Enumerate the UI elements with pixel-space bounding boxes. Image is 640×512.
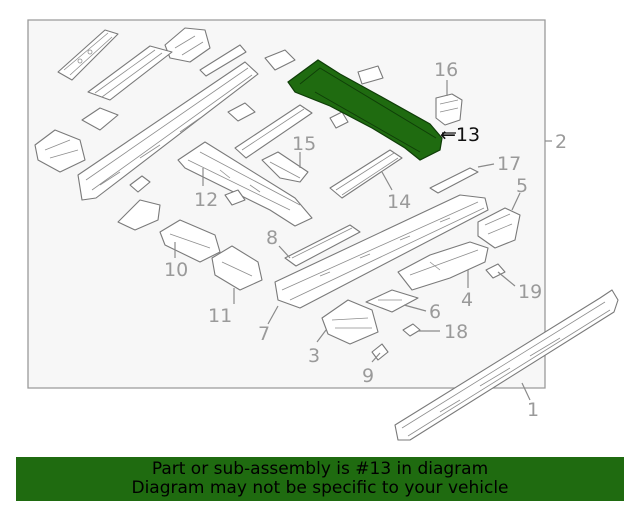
leader-6 (403, 304, 427, 312)
callout-3: 3 (308, 345, 320, 367)
part-8-rail[interactable] (284, 224, 361, 267)
leader-8 (278, 245, 291, 259)
callout-5: 5 (516, 175, 528, 197)
part-14-rail[interactable] (329, 149, 403, 199)
part-16-bracket[interactable] (435, 93, 463, 126)
part-13-cowl-panel[interactable] (287, 59, 443, 161)
leader-7 (267, 305, 279, 325)
leader-5 (511, 192, 521, 211)
callout-13[interactable]: ←13 (440, 124, 480, 146)
callout-7: 7 (258, 323, 270, 345)
callout-15: 15 (292, 133, 316, 155)
callout-18: 18 (444, 321, 468, 343)
part-bracket-upper-center[interactable] (164, 27, 211, 63)
part-plate-a[interactable] (264, 49, 296, 71)
part-bracket-left-low[interactable] (117, 199, 161, 231)
part-info-banner: Part or sub-assembly is #13 in diagram D… (16, 457, 624, 501)
leader-14 (381, 171, 393, 191)
banner-line-part: Part or sub-assembly is #13 in diagram (151, 459, 489, 479)
part-5-bracket[interactable] (477, 207, 521, 249)
callout-6: 6 (429, 301, 441, 323)
part-bracket-left-mid[interactable] (34, 129, 86, 173)
callout-9: 9 (362, 365, 374, 387)
leader-9 (371, 352, 381, 363)
parts-diagram: 2 (27, 19, 619, 441)
part-plate-c[interactable] (357, 65, 384, 85)
part-3-bracket[interactable] (321, 299, 379, 345)
part-bracket-upper-left[interactable] (57, 29, 119, 81)
callout-8: 8 (266, 227, 278, 249)
part-4-bracket[interactable] (397, 241, 489, 291)
leader-17 (477, 163, 495, 168)
part-17-strip[interactable] (429, 167, 479, 194)
part-plate-b[interactable] (227, 102, 256, 122)
part-19-clip[interactable] (485, 263, 506, 279)
callout-4: 4 (461, 289, 473, 311)
callout-17: 17 (497, 153, 521, 175)
callout-19: 19 (518, 281, 542, 303)
callout-1: 1 (527, 399, 539, 421)
part-11-bracket[interactable] (211, 245, 263, 291)
part-clip-mid[interactable] (224, 189, 246, 206)
part-18-clip[interactable] (402, 323, 421, 337)
part-12-rail[interactable] (177, 141, 313, 227)
part-rail-diagonal[interactable] (199, 44, 247, 77)
part-7-long-rail[interactable] (274, 194, 489, 309)
callout-11: 11 (208, 305, 232, 327)
part-15-bracket[interactable] (261, 151, 309, 183)
part-clip-left[interactable] (129, 175, 151, 193)
callout-12: 12 (194, 189, 218, 211)
part-rail-upper[interactable] (87, 45, 173, 101)
group-label: 2 (555, 131, 567, 153)
part-10-bracket[interactable] (159, 219, 221, 263)
leader-1 (521, 382, 531, 401)
part-clip-center[interactable] (329, 111, 349, 129)
leader-3 (316, 329, 327, 343)
part-rail-middle-upper[interactable] (234, 104, 313, 159)
leader-19 (497, 271, 516, 287)
banner-line-disclaimer: Diagram may not be specific to your vehi… (131, 478, 509, 498)
callout-16: 16 (434, 59, 458, 81)
callout-14: 14 (387, 191, 411, 213)
part-1-long-rail[interactable] (394, 289, 619, 441)
part-small-bracket-left[interactable] (81, 107, 119, 131)
part-long-rail-left[interactable] (77, 61, 259, 201)
part-6-plate[interactable] (365, 289, 419, 313)
callout-10: 10 (164, 259, 188, 281)
